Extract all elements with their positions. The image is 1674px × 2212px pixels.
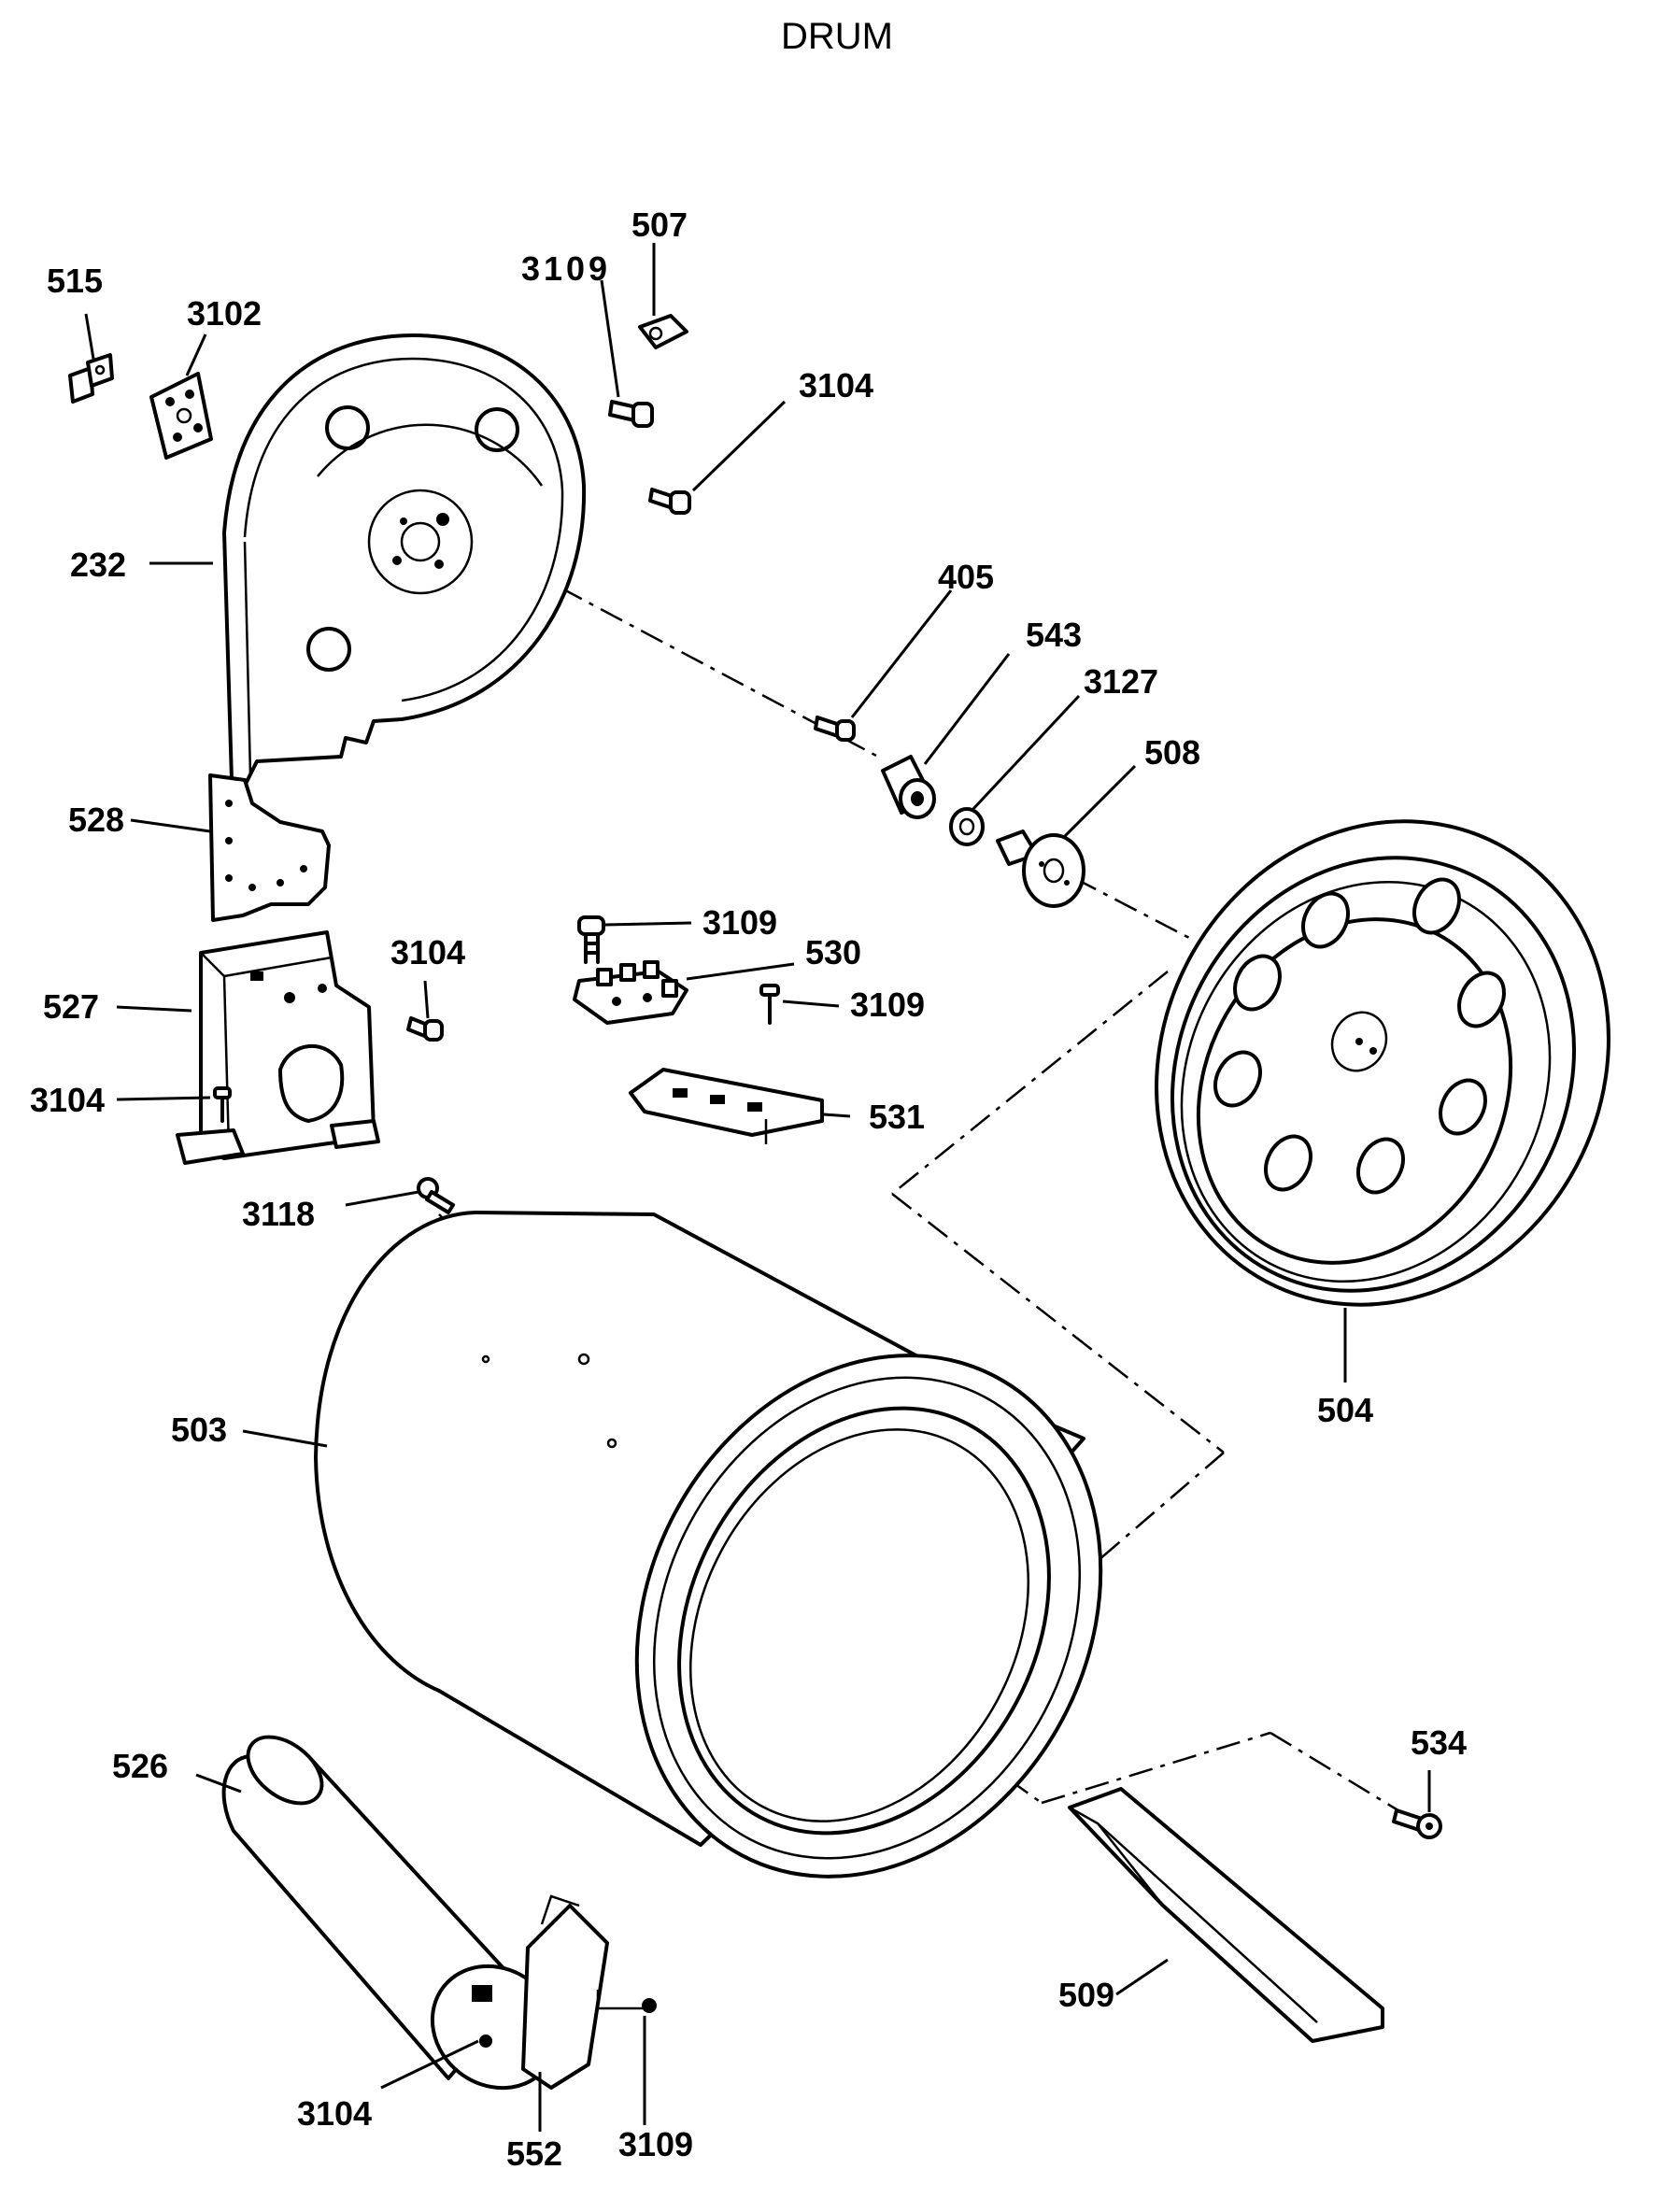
label-405: 405 <box>938 558 994 596</box>
label-509: 509 <box>1058 1976 1114 2014</box>
part-3102-pad <box>149 372 213 460</box>
part-534-screw <box>1392 1808 1442 1839</box>
label-503: 503 <box>171 1411 227 1449</box>
part-labels: 515 3102 3109 507 3104 232 405 543 3127 … <box>30 206 1467 2173</box>
part-3127-washer <box>949 807 985 846</box>
label-3104-left: 3104 <box>30 1081 105 1119</box>
label-504: 504 <box>1317 1391 1373 1429</box>
part-3109-screw-right <box>759 984 780 1025</box>
part-531-mounting-plate <box>629 1068 824 1144</box>
part-3109-screw-mid <box>577 915 605 964</box>
part-503-drum <box>314 1211 1103 1879</box>
part-543-bearing <box>881 755 936 819</box>
part-3109-screw-top <box>608 400 654 428</box>
label-3104-mid: 3104 <box>390 933 465 971</box>
label-515: 515 <box>47 262 103 300</box>
label-3104-top: 3104 <box>799 366 873 404</box>
label-527: 527 <box>43 987 99 1026</box>
label-232: 232 <box>70 546 126 584</box>
label-534: 534 <box>1411 1723 1467 1762</box>
part-3118-screw <box>417 1177 455 1214</box>
part-3104-screw-mid <box>406 1016 444 1042</box>
part-3109-screw-bottom <box>596 1990 657 2013</box>
part-509-baffle <box>1068 1787 1384 2043</box>
part-504-front-bulkhead <box>1155 819 1610 1307</box>
part-526-motor <box>221 1735 609 2091</box>
part-3104-screw-top <box>648 488 691 515</box>
label-3109-right: 3109 <box>850 985 925 1024</box>
part-527-motor-bracket <box>176 930 380 1165</box>
label-552: 552 <box>506 2134 562 2173</box>
part-507-bracket <box>638 314 688 349</box>
part-3104-screw-left <box>213 1086 232 1123</box>
label-3109-mid: 3109 <box>702 903 777 942</box>
label-3127: 3127 <box>1084 662 1158 701</box>
label-3118: 3118 <box>242 1195 315 1233</box>
leader-lines <box>84 243 1431 2132</box>
label-3102: 3102 <box>187 294 262 333</box>
part-530-terminal-block <box>573 960 688 1025</box>
label-530: 530 <box>805 933 861 971</box>
diagram-title: DRUM <box>781 16 893 57</box>
part-232-rear-bulkhead <box>222 333 587 791</box>
label-3109-top: 3109 <box>521 249 611 288</box>
part-515-clip <box>68 353 114 404</box>
part-405-screw <box>814 716 856 742</box>
label-528: 528 <box>68 801 124 839</box>
label-3104-bottom: 3104 <box>297 2094 372 2133</box>
label-543: 543 <box>1026 616 1082 654</box>
part-508-hub <box>996 830 1085 908</box>
label-531: 531 <box>869 1098 925 1136</box>
label-3109-bottom: 3109 <box>618 2125 693 2163</box>
label-507: 507 <box>631 206 688 244</box>
part-528-plate <box>208 773 331 922</box>
label-526: 526 <box>112 1747 168 1785</box>
label-508: 508 <box>1144 733 1200 772</box>
